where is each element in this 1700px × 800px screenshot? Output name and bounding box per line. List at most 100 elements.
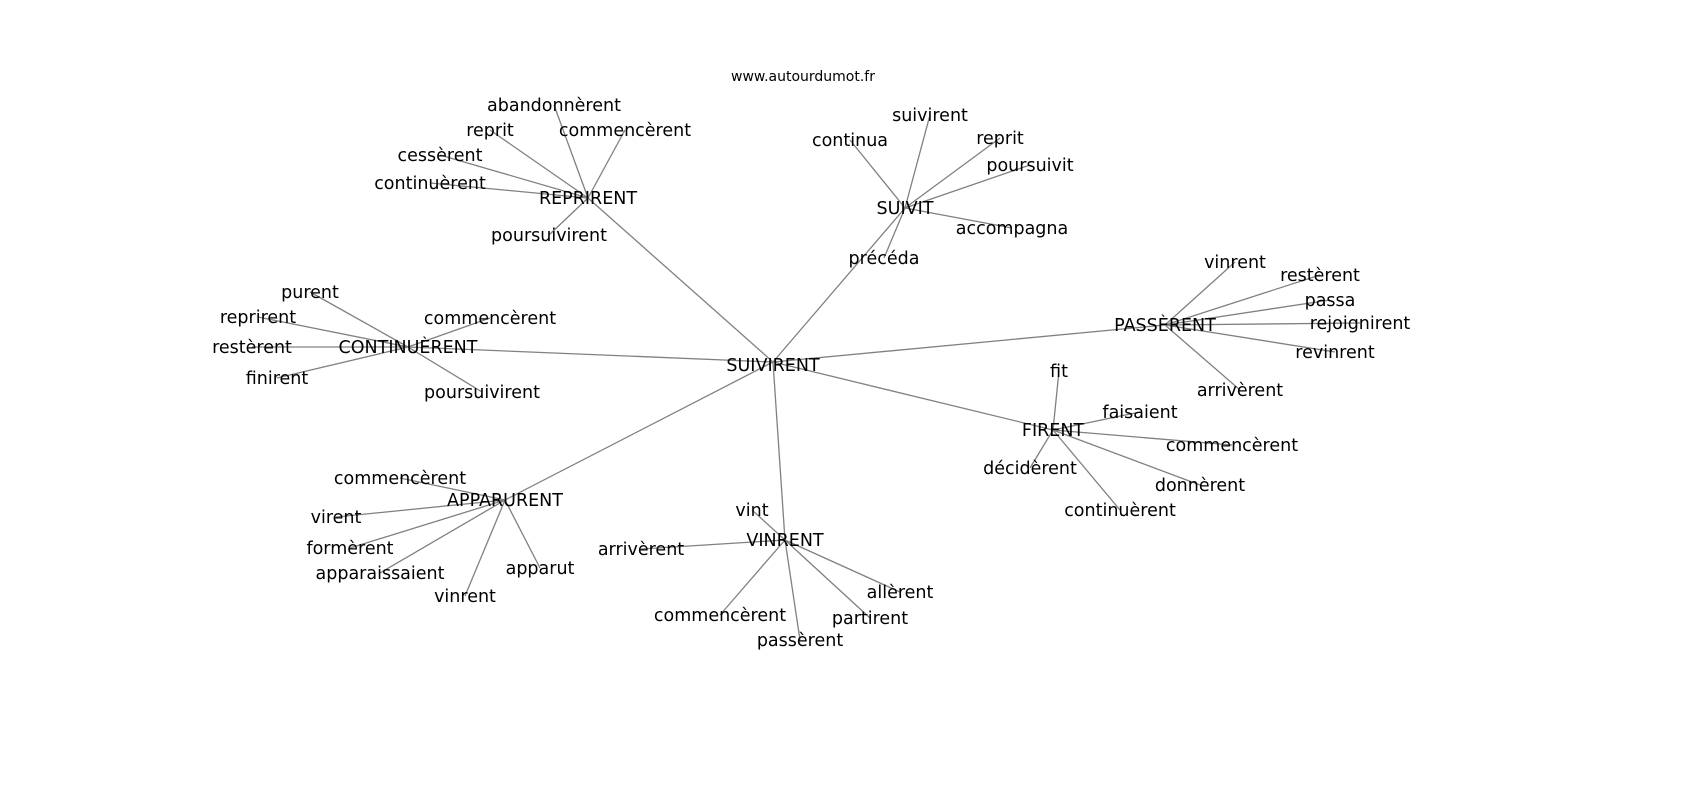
leaf-node-label: arrivèrent <box>1197 381 1283 401</box>
edge <box>489 129 589 199</box>
hub-node-label: SUIVIT <box>877 199 934 219</box>
site-title: www.autourdumot.fr <box>731 69 875 85</box>
leaf-node-label: continua <box>812 131 888 151</box>
hub-node-label: PASSÈRENT <box>1114 314 1216 336</box>
edge <box>904 207 1013 229</box>
leaf-node-label: précéda <box>849 249 920 269</box>
hub-node-label: REPRIRENT <box>539 189 637 209</box>
leaf-node-label: cessèrent <box>398 146 483 166</box>
leaf-node-label: commencèrent <box>559 121 691 141</box>
edge <box>1164 322 1361 326</box>
hub-node-label: FIRENT <box>1022 421 1085 441</box>
edge <box>309 291 409 348</box>
leaf-node-label: reprit <box>976 129 1024 149</box>
edge <box>772 361 786 541</box>
leaf-node-label: commencèrent <box>334 469 466 489</box>
leaf-node-label: commencèrent <box>1166 436 1298 456</box>
edge <box>904 137 1001 209</box>
edge <box>587 129 626 199</box>
edge <box>407 317 491 348</box>
edge <box>772 324 1166 363</box>
leaf-node-label: continuèrent <box>374 174 486 194</box>
edge <box>1052 370 1060 431</box>
leaf-node-label: fit <box>1050 362 1068 382</box>
leaf-node-label: allèrent <box>867 583 934 603</box>
leaf-node-label: virent <box>311 508 362 528</box>
leaf-node-label: vint <box>735 501 768 521</box>
edge <box>1164 324 1336 353</box>
edge <box>904 164 1031 209</box>
leaf-node-label: arrivèrent <box>598 540 684 560</box>
leaf-node-label: vinrent <box>434 587 496 607</box>
leaf-node-label: continuèrent <box>1064 501 1176 521</box>
leaf-node-label: reprirent <box>220 308 296 328</box>
leaf-node-label: poursuivirent <box>424 383 540 403</box>
edge <box>349 499 506 549</box>
hub-node-label: VINRENT <box>746 531 824 551</box>
leaf-node-label: passèrent <box>757 631 844 651</box>
edge <box>640 539 786 550</box>
edge <box>548 197 589 236</box>
leaf-node-label: suivirent <box>892 106 968 126</box>
edge <box>1029 429 1054 469</box>
edge <box>407 346 483 393</box>
leaf-node-label: purent <box>281 283 339 303</box>
edge <box>439 154 589 199</box>
edge <box>504 361 774 501</box>
leaf-node-label: finirent <box>246 369 309 389</box>
leaf-node-label: décidèrent <box>983 459 1077 479</box>
edge <box>587 197 774 363</box>
edge <box>1052 429 1121 511</box>
edge <box>1052 429 1201 486</box>
edge <box>849 139 906 209</box>
edge <box>784 539 901 593</box>
leaf-node-label: abandonnèrent <box>487 96 621 116</box>
edge <box>276 346 409 379</box>
edge <box>379 499 506 574</box>
edge <box>784 539 801 641</box>
leaf-node-label: restèrent <box>1280 266 1360 286</box>
leaf-node-label: commencèrent <box>654 606 786 626</box>
leaf-node-label: commencèrent <box>424 309 556 329</box>
edge <box>257 316 409 348</box>
leaf-node-label: accompagna <box>956 219 1068 239</box>
edge <box>883 207 906 259</box>
leaf-node-label: donnèrent <box>1155 476 1245 496</box>
leaf-node-label: poursuivirent <box>491 226 607 246</box>
edge <box>784 539 871 619</box>
edge <box>1052 411 1141 431</box>
edge <box>904 114 931 209</box>
edge <box>429 182 589 199</box>
edges <box>252 104 1361 641</box>
leaf-node-label: formèrent <box>306 539 393 559</box>
hub-node-label: APPARURENT <box>447 491 563 511</box>
hub-node-label: CONTINUÈRENT <box>339 336 478 358</box>
leaf-node-label: passa <box>1305 291 1356 311</box>
leaf-node-label: poursuivit <box>986 156 1073 176</box>
leaf-node-label: vinrent <box>1204 253 1266 273</box>
leaf-node-label: reprit <box>466 121 514 141</box>
edge <box>772 361 1054 431</box>
leaf-node-label: partirent <box>832 609 908 629</box>
leaf-node-label: restèrent <box>212 338 292 358</box>
edge <box>553 104 589 199</box>
leaf-node-label: revinrent <box>1295 343 1375 363</box>
edge <box>399 477 506 501</box>
edge <box>464 499 506 597</box>
edge <box>1164 274 1321 326</box>
edge <box>751 509 786 541</box>
leaf-node-label: rejoignirent <box>1310 314 1411 334</box>
leaf-node-label: faisaient <box>1102 403 1177 423</box>
leaf-node-label: apparut <box>506 559 575 579</box>
edge <box>1164 261 1236 326</box>
edge <box>335 499 506 518</box>
edge <box>1052 429 1233 446</box>
edge <box>772 207 906 363</box>
edge <box>1164 299 1331 326</box>
edge <box>1164 324 1241 391</box>
edge <box>719 539 786 616</box>
edge <box>407 346 774 363</box>
leaf-node-label: apparaissaient <box>316 564 445 584</box>
